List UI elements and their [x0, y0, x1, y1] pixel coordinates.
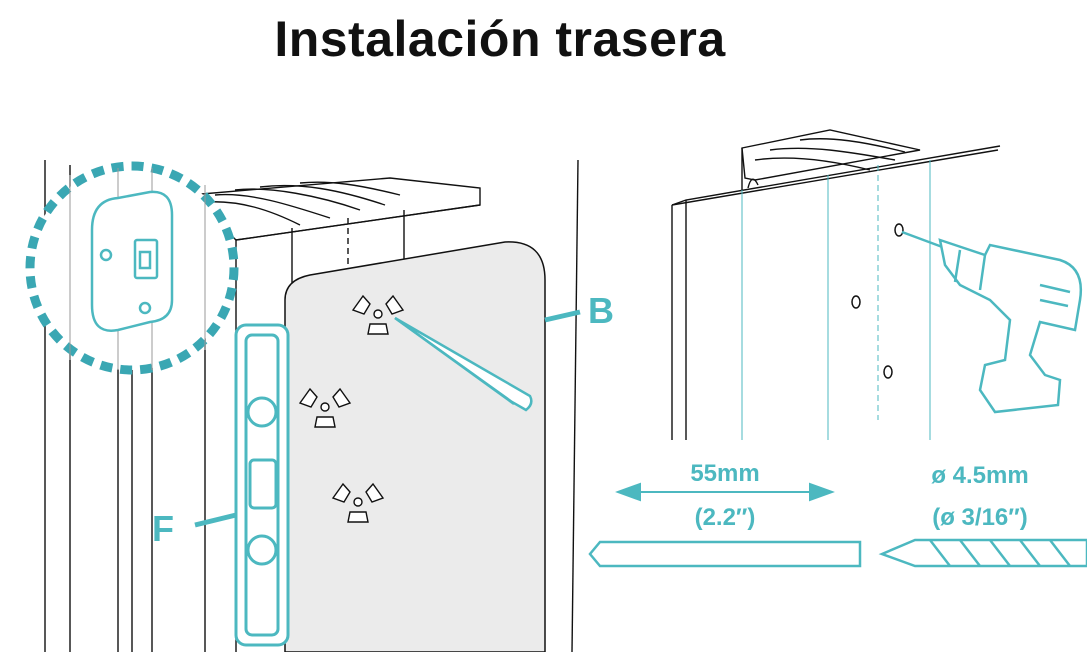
- drilled-holes: [851, 223, 904, 379]
- label-f: F: [152, 508, 174, 549]
- screw-icon: [588, 540, 862, 568]
- drill-icon: [901, 230, 1083, 414]
- wall-panel: [671, 129, 1001, 440]
- heater-panel: [284, 241, 546, 652]
- spirit-level: [234, 323, 290, 647]
- length-arrow: [615, 482, 835, 502]
- label-f-leader: [194, 512, 237, 528]
- pencil-icon: [394, 316, 533, 412]
- drill-bit-metric: ø 4.5mm: [931, 462, 1029, 489]
- wall-guides: [741, 160, 931, 440]
- screw-length-imperial: (2.2″): [694, 504, 756, 531]
- page-title: Instalación trasera: [274, 11, 726, 67]
- detail-inset: [25, 161, 239, 375]
- label-b-leader: [544, 309, 581, 323]
- drill-marks: [298, 294, 405, 523]
- drill-bit-icon: [878, 538, 1087, 568]
- screw-length-metric: 55mm: [690, 460, 760, 487]
- drill-bit-imperial: (ø 3/16″): [932, 504, 1028, 531]
- label-b: B: [588, 290, 614, 331]
